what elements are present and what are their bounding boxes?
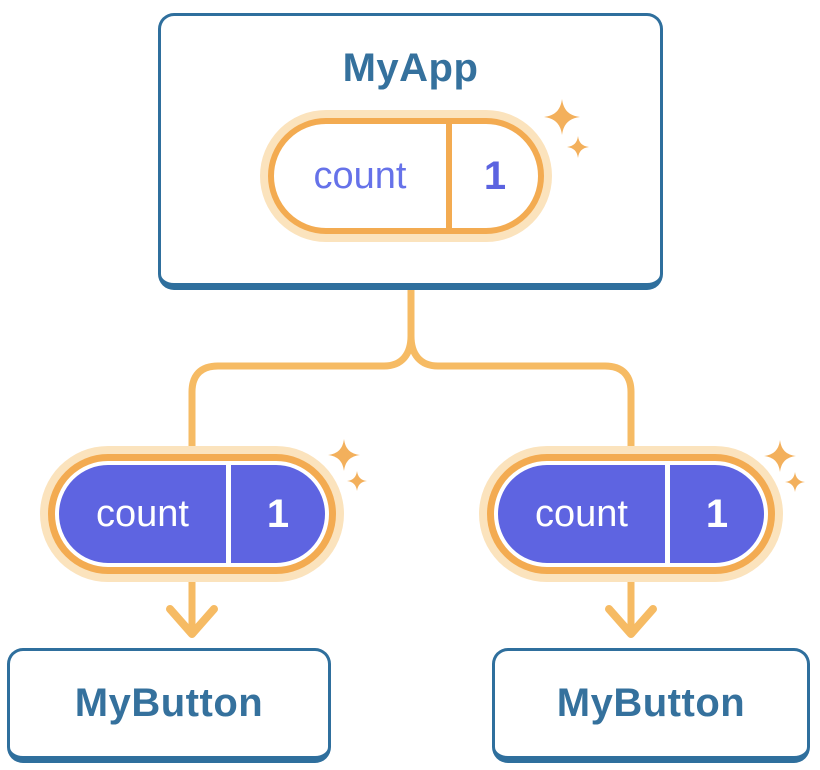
sparkle-icon [785, 472, 805, 492]
mybutton-card-left: MyButton [7, 648, 331, 763]
pill-divider [665, 465, 670, 563]
mybutton-left-title: MyButton [74, 681, 264, 725]
branch-right-line [407, 284, 635, 456]
state-pill-root-value: 1 [483, 153, 507, 198]
prop-pill-right-label: count [535, 492, 628, 535]
sparkle-icon [328, 439, 360, 471]
arrow-right-head [605, 605, 657, 638]
arrow-left-head [166, 605, 218, 638]
prop-pill-left-label: count [96, 492, 189, 535]
pill-divider [446, 124, 452, 228]
sparkle-icon [544, 99, 580, 135]
mybutton-card-right: MyButton [492, 648, 810, 763]
state-pill-root-label: count [313, 154, 407, 197]
state-pill-root: count 1 [268, 118, 544, 234]
mybutton-right-title: MyButton [556, 681, 746, 725]
sparkle-icon [567, 136, 589, 158]
prop-pill-left: count 1 [55, 461, 329, 567]
prop-pill-left-value: 1 [266, 491, 290, 536]
prop-pill-right: count 1 [494, 461, 768, 567]
sparkle-icon [347, 471, 367, 491]
branch-left-line [188, 284, 415, 456]
sparkle-icon [764, 440, 796, 472]
myapp-title: MyApp [342, 46, 479, 90]
prop-pill-right-value: 1 [705, 491, 729, 536]
pill-divider [226, 465, 231, 563]
